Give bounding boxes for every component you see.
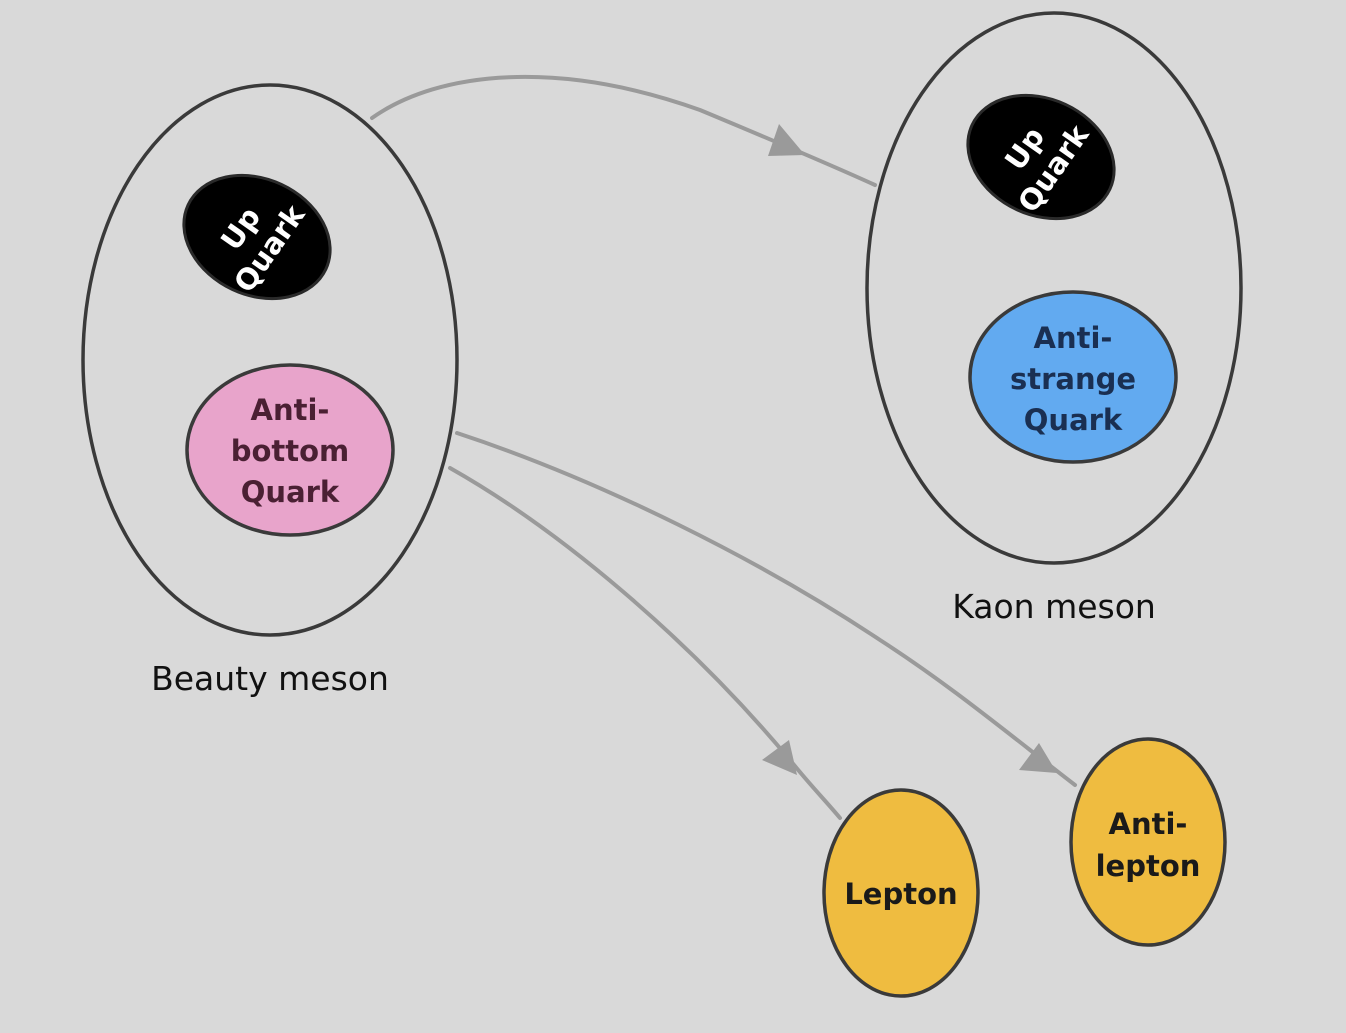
kaon-anti-strange-quark: Anti- strange Quark (968, 290, 1178, 464)
kaon-meson-outline (865, 11, 1243, 565)
anti-bottom-line3: Quark (241, 475, 340, 509)
beauty-up-quark-shape (182, 173, 332, 301)
arrow-beauty-to-kaon (370, 74, 877, 187)
anti-lepton: Anti- lepton (1069, 737, 1227, 947)
arrow-beauty-to-anti-lepton (455, 431, 1077, 787)
anti-strange-line1: Anti- (1034, 321, 1113, 355)
beauty-anti-bottom-quark: Anti- bottom Quark (185, 363, 395, 537)
lepton-shape (822, 788, 980, 998)
beauty-meson-outline (81, 83, 459, 637)
beauty-up-quark: Up Quark (182, 173, 332, 301)
lepton: Lepton (822, 788, 980, 998)
anti-bottom-line2: bottom (231, 434, 350, 468)
kaon-up-quark-shape (966, 93, 1116, 221)
anti-strange-line2: strange (1010, 362, 1136, 396)
beauty-meson-label: Beauty meson (151, 659, 389, 698)
anti-lepton-line2: lepton (1096, 849, 1201, 883)
beauty-meson: Up Quark Anti- bottom Quark Beauty meson (81, 83, 459, 698)
anti-bottom-line1: Anti- (251, 393, 330, 427)
anti-lepton-line1: Anti- (1109, 807, 1188, 841)
kaon-meson: Up Quark Anti- strange Quark Kaon meson (865, 11, 1243, 626)
kaon-meson-label: Kaon meson (952, 587, 1156, 626)
kaon-up-quark: Up Quark (966, 93, 1116, 221)
lepton-label: Lepton (844, 877, 957, 911)
anti-strange-line3: Quark (1024, 403, 1123, 437)
anti-bottom-quark-shape (185, 363, 395, 537)
anti-strange-quark-shape (968, 290, 1178, 464)
anti-lepton-shape (1069, 737, 1227, 947)
arrow-beauty-to-lepton (448, 466, 842, 820)
